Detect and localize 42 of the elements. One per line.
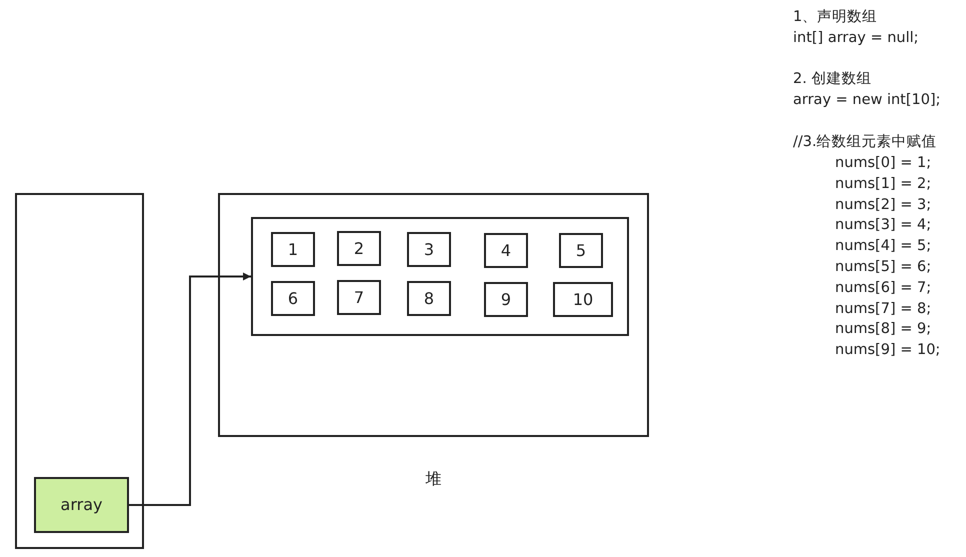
array-element-box [407,281,451,316]
array-object-box [251,217,629,336]
variable-name: array [60,496,102,514]
element-value: 4 [500,242,512,260]
code-line: nums[6] = 7; [835,278,932,297]
code-line: nums[0] = 1; [835,154,932,172]
element-value: 1 [288,240,298,258]
heap-area-box [218,193,649,437]
code-line: nums[2] = 3; [835,196,932,214]
array-element-box [484,282,528,317]
code-line: array = new int[10]; [793,91,941,109]
array-element-box [553,282,613,317]
element-value: 6 [288,290,298,308]
code-line: nums[1] = 2; [835,174,932,193]
array-element-box [559,233,603,268]
stack-frame-box [15,193,144,549]
code-line: nums[4] = 5; [835,237,932,256]
array-element-box [337,280,381,315]
array-element-box [337,231,381,266]
code-line: int[] array = null; [793,29,919,47]
code-line: nums[8] = 9; [835,320,932,338]
array-element-box [271,281,315,316]
element-value: 5 [576,242,586,260]
code-line: //3.给数组元素中赋值 [793,133,937,151]
element-value: 2 [354,240,364,258]
code-line: nums[9] = 10; [835,341,940,360]
element-value: 10 [572,290,594,308]
arrow [129,272,251,506]
heap-label: 堆 [426,470,442,488]
element-value: 8 [424,290,434,308]
array-element-box [484,233,528,268]
code-line: nums[5] = 6; [835,258,932,276]
element-value: 7 [354,288,364,306]
code-line: nums[3] = 4; [835,216,932,234]
array-element-box [407,232,451,267]
code-line: 2. 创建数组 [793,70,872,88]
code-line: 1、声明数组 [793,8,878,26]
array-element-box [271,232,315,267]
code-line: nums[7] = 8; [835,300,932,318]
element-value: 3 [424,240,434,258]
variable-box [34,477,129,533]
element-value: 9 [500,290,512,308]
